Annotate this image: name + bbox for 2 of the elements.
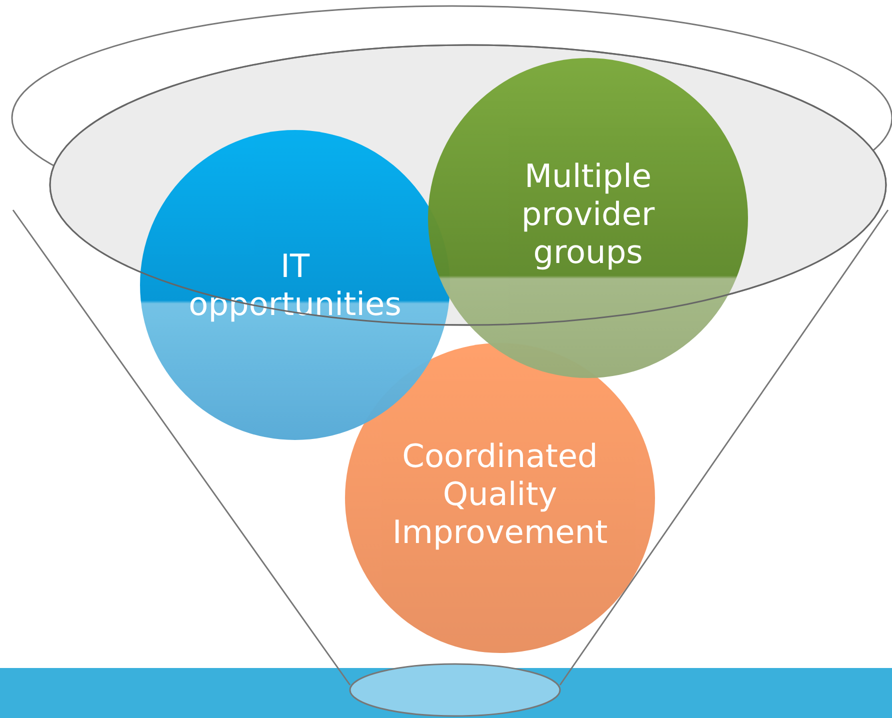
node-label: Multiple provider groups xyxy=(520,157,656,271)
node-label: Coordinated Quality Improvement xyxy=(391,437,609,551)
